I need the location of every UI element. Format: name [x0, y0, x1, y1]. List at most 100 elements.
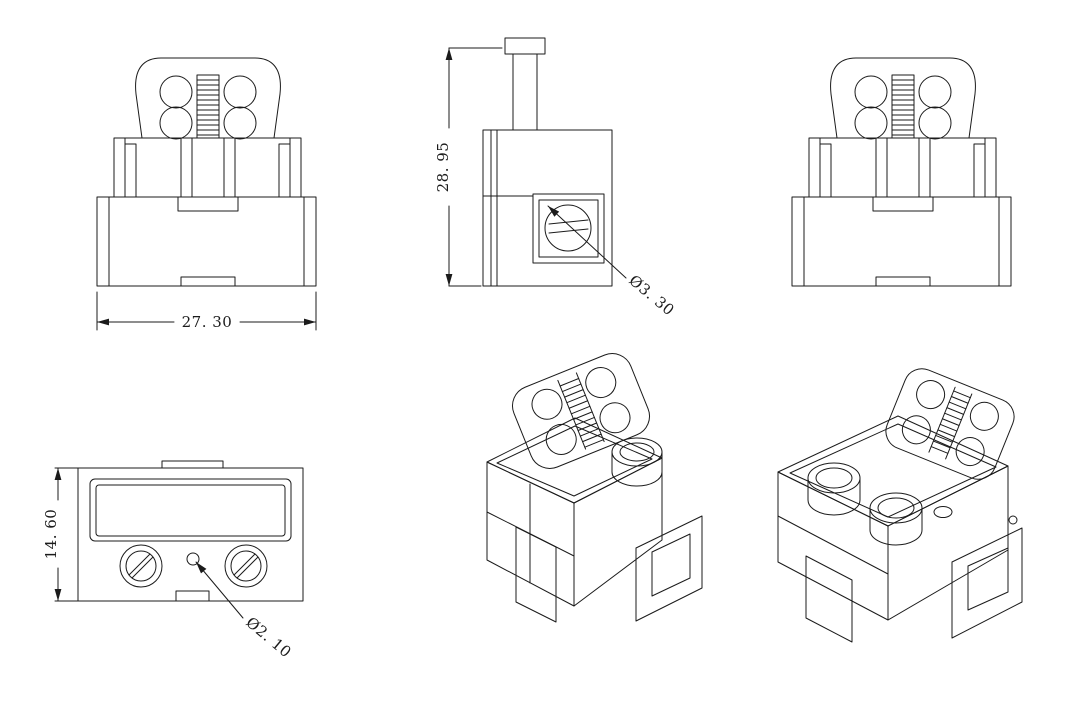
clamp-hole-icon: [544, 204, 592, 252]
cap-hole-icon: [955, 437, 985, 467]
cap-outline: [135, 57, 281, 139]
top-face-hole-icon: [933, 506, 953, 518]
center-hole-icon: [186, 552, 200, 566]
screw-shaft: [512, 53, 538, 131]
cap-hole-icon: [223, 75, 257, 109]
iso-terminal-block: [635, 515, 703, 622]
arrowhead-bottom-icon: [445, 274, 453, 286]
bottom-view: [77, 460, 304, 602]
body-outline: [77, 467, 304, 602]
top-hole-label: Ø3. 30: [625, 271, 678, 319]
base-housing: [96, 196, 317, 287]
side-body: [482, 129, 613, 287]
height-dimension-label: 28. 95: [434, 142, 452, 193]
extension-lines: [54, 467, 79, 602]
isometric-front-view: [486, 353, 703, 623]
cylinder-sides: [869, 507, 923, 546]
height-dimension: 28. 95: [434, 47, 503, 287]
side-pin-hole-icon: [1008, 515, 1018, 525]
base-tab: [177, 196, 239, 212]
screw-inner-icon: [230, 550, 262, 582]
cylinder-bore-icon: [619, 442, 655, 462]
mid-housing-steps: [124, 137, 291, 198]
front-view: [96, 57, 317, 287]
side-height-dimension: 14. 60: [42, 467, 79, 602]
arrowhead-top-icon: [445, 48, 453, 60]
mid-housing: [113, 137, 302, 198]
cylinder-bore-icon: [877, 497, 915, 519]
thread-hatch: [559, 378, 604, 448]
thread-rod: [196, 74, 220, 139]
clamp-boss: [532, 193, 605, 264]
back-view: [791, 57, 1012, 287]
width-dimension: 27. 30: [96, 291, 317, 331]
leader-arrowhead-icon: [196, 562, 207, 574]
arrowhead-bottom-icon: [54, 589, 62, 601]
iso-front-flap: [515, 526, 557, 623]
cap-hole-icon: [223, 106, 257, 140]
cylinder-sides: [807, 477, 861, 516]
screw-outer-icon: [224, 544, 268, 588]
small-hole-callout: Ø2. 10: [195, 561, 295, 661]
mid-rod-lines: [180, 137, 236, 198]
cap-hole-icon: [916, 380, 946, 410]
extension-lines: [448, 47, 503, 287]
block-hole: [651, 533, 691, 597]
cap-hole-icon: [159, 75, 193, 109]
cap-hole-icon: [531, 388, 563, 420]
isometric-back-view: [777, 368, 1023, 643]
cap-hole-icon: [599, 402, 631, 434]
iso-terminal-cylinder: [611, 437, 663, 487]
clamp-screw-slot: [548, 219, 589, 234]
thread-hatch: [930, 390, 971, 454]
leader-line: [547, 205, 627, 279]
bottom-notch: [175, 590, 210, 602]
iso-terminal-block: [951, 527, 1023, 639]
iso-front-groove: [486, 483, 575, 584]
terminal-screw-right: [224, 544, 268, 588]
leader-line: [195, 561, 244, 619]
iso-front-face: [777, 471, 889, 621]
screw-slot: [233, 553, 259, 579]
screw-head: [504, 37, 546, 55]
iso-rim-inner: [789, 423, 997, 518]
side-body-lines: [482, 129, 534, 287]
iso-front-groove: [777, 515, 889, 575]
small-hole-label: Ø2. 10: [242, 613, 295, 661]
thread-hatch: [196, 79, 220, 136]
iso-front-flap: [805, 555, 853, 643]
screw-outer-icon: [119, 544, 163, 588]
cap-hole-icon: [159, 106, 193, 140]
base-notch: [180, 276, 236, 287]
iso-terminal-cylinder-right: [869, 492, 923, 546]
extension-lines: [96, 291, 317, 331]
side-view: [482, 37, 613, 287]
leader-arrowhead-icon: [548, 206, 560, 217]
cap-hole-icon: [545, 423, 577, 455]
fuse-window-inner: [95, 484, 286, 537]
width-dimension-label: 27. 30: [182, 313, 233, 331]
terminal-screw-left: [119, 544, 163, 588]
iso-rim: [777, 415, 1009, 527]
block-face: [635, 515, 703, 622]
arrowhead-left-icon: [97, 318, 109, 326]
base-walls: [108, 196, 305, 287]
block-face: [951, 527, 1023, 639]
iso-rim-inner: [496, 425, 653, 497]
arrowhead-right-icon: [304, 318, 316, 326]
cap-hole-icon: [901, 415, 931, 445]
cap-hole-icon: [585, 367, 617, 399]
cap-hole-icon: [969, 401, 999, 431]
iso-right-face: [573, 457, 663, 607]
side-height-label: 14. 60: [42, 509, 60, 560]
arrowhead-top-icon: [54, 468, 62, 480]
clamp-boss-inner: [538, 199, 599, 258]
cylinder-sides: [611, 451, 663, 487]
cylinder-bore-icon: [815, 467, 853, 489]
iso-terminal-cylinder-left: [807, 462, 861, 516]
block-hole: [967, 547, 1009, 611]
cap-outline: [885, 368, 1015, 480]
screw-inner-icon: [125, 550, 157, 582]
